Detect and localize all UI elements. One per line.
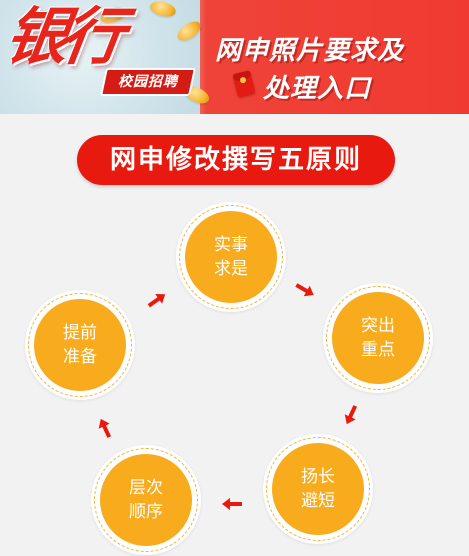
principle-node-5: 提前 准备 <box>25 290 135 400</box>
principle-3-line-1: 扬长 <box>301 467 335 487</box>
banner-line-1: 网申照片要求及 <box>215 36 405 66</box>
principle-3-line-2: 避短 <box>301 491 335 511</box>
principle-1-line-2: 求是 <box>214 259 248 279</box>
principle-5-line-1: 提前 <box>63 323 97 343</box>
principle-5-line-2: 准备 <box>63 347 97 367</box>
recruitment-banner[interactable]: 银行 校园招聘 网申照片要求及 处理入口 <box>0 0 469 114</box>
red-arrow-icon <box>98 418 112 438</box>
section-title: 网申修改撰写五原则 <box>109 145 362 175</box>
red-envelope-icon <box>232 70 256 98</box>
principle-2-line-1: 突出 <box>361 316 395 336</box>
section-title-pill: 网申修改撰写五原则 <box>77 135 395 185</box>
principle-2-line-2: 重点 <box>361 340 395 360</box>
principle-4-line-1: 层次 <box>129 478 163 498</box>
principle-node-3: 扬长 避短 <box>263 434 373 544</box>
red-arrow-icon <box>222 498 242 510</box>
principle-node-1: 实事 求是 <box>176 202 286 312</box>
red-arrow-icon <box>295 283 314 297</box>
banner-link-panel[interactable]: 网申照片要求及 处理入口 <box>205 12 467 104</box>
campus-label: 校园招聘 <box>118 74 178 90</box>
red-arrow-icon <box>147 293 166 308</box>
principle-4-line-2: 顺序 <box>129 502 163 522</box>
principle-1-line-1: 实事 <box>214 235 248 255</box>
principle-node-4: 层次 顺序 <box>91 445 201 555</box>
red-arrow-icon <box>344 405 358 425</box>
bank-title: 银行 <box>0 0 124 73</box>
principle-node-2: 突出 重点 <box>323 283 433 393</box>
banner-line-2: 处理入口 <box>263 74 372 104</box>
